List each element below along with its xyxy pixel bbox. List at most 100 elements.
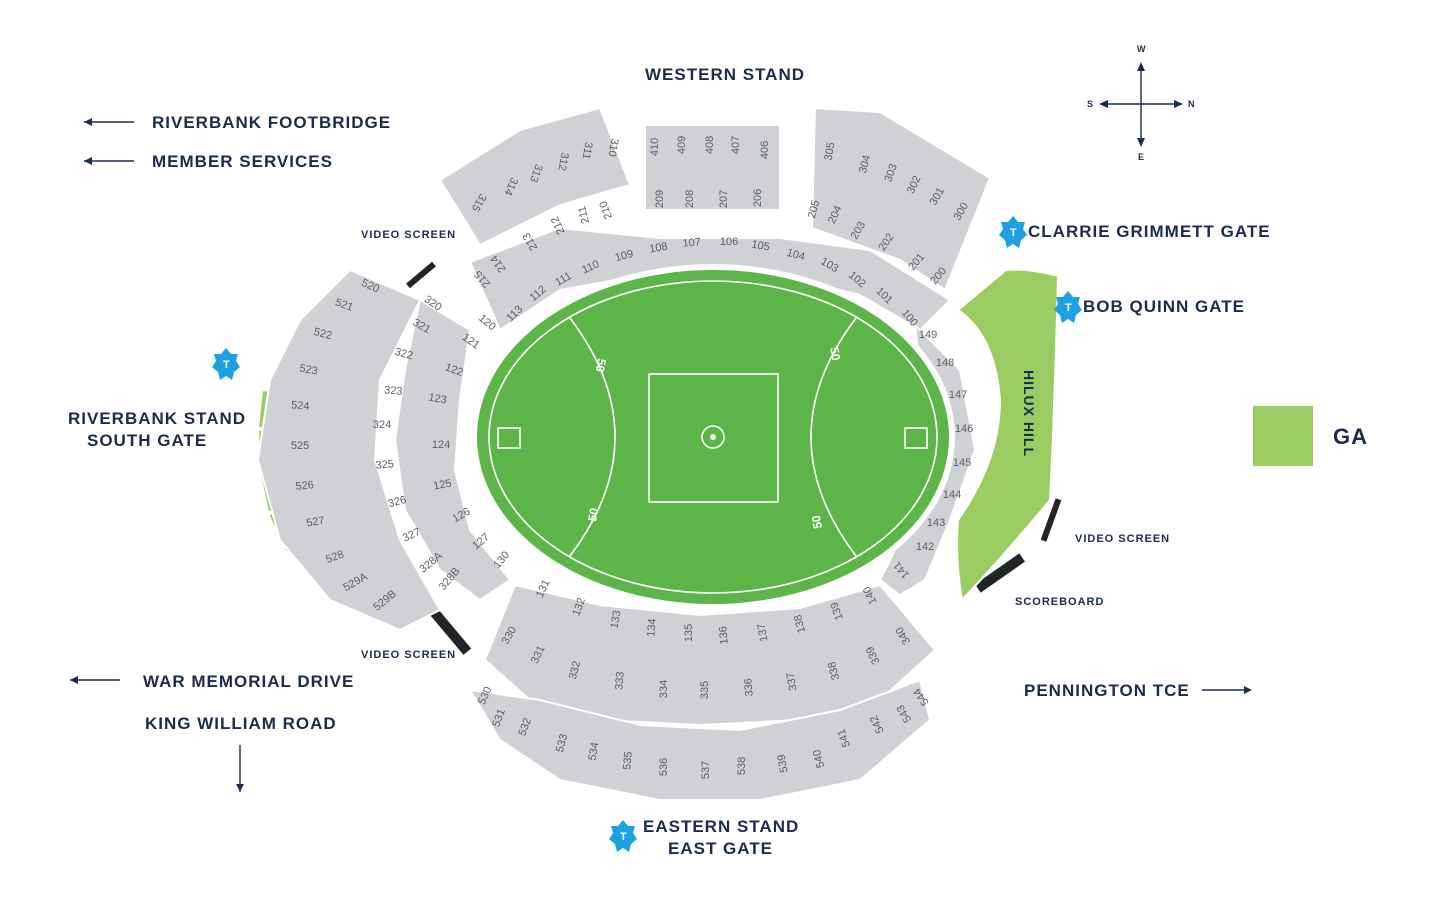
section-540[interactable]: 540	[811, 748, 827, 769]
ga-legend-swatch	[1253, 406, 1313, 466]
fifty-metre-label: 50	[593, 357, 609, 373]
section-537[interactable]: 537	[700, 761, 712, 779]
gate-icon[interactable]: T	[999, 216, 1027, 248]
section-305[interactable]: 305	[823, 141, 838, 161]
section-311[interactable]: 311	[580, 141, 595, 160]
section-538[interactable]: 538	[736, 757, 748, 775]
section-104[interactable]: 104	[785, 247, 806, 263]
section-134[interactable]: 134	[645, 618, 659, 637]
section-522[interactable]: 522	[312, 326, 333, 342]
section-333[interactable]: 333	[613, 671, 627, 690]
section-132[interactable]: 132	[570, 596, 588, 617]
section-304[interactable]: 304	[857, 154, 873, 175]
section-107[interactable]: 107	[682, 236, 701, 250]
section-125[interactable]: 125	[432, 478, 452, 493]
section-146[interactable]: 146	[955, 423, 973, 435]
section-109[interactable]: 109	[614, 248, 635, 264]
section-149[interactable]: 149	[919, 329, 937, 341]
section-533[interactable]: 533	[554, 733, 570, 754]
hilux-hill-label: HILUX HILL	[1021, 370, 1037, 457]
east-gate-label: EAST GATE	[668, 839, 773, 858]
section-528[interactable]: 528	[324, 548, 345, 566]
section-535[interactable]: 535	[621, 751, 635, 770]
section-406[interactable]: 406	[759, 141, 771, 159]
video-screen-label: VIDEO SCREEN	[1075, 533, 1170, 545]
video-screen-label: VIDEO SCREEN	[361, 649, 456, 661]
section-206[interactable]: 206	[752, 189, 764, 207]
section-534[interactable]: 534	[587, 741, 602, 761]
section-144[interactable]: 144	[943, 489, 961, 501]
fifty-metre-label: 50	[827, 346, 843, 362]
section-337[interactable]: 337	[785, 671, 800, 691]
section-143[interactable]: 143	[927, 517, 945, 529]
section-338[interactable]: 338	[826, 660, 842, 681]
section-336[interactable]: 336	[742, 678, 756, 697]
arrow-icon	[70, 676, 78, 684]
section-541[interactable]: 541	[835, 727, 853, 748]
section-410[interactable]: 410	[649, 138, 661, 156]
fifty-metre-label: 50	[585, 507, 601, 523]
section-407[interactable]: 407	[730, 136, 742, 154]
clarrie-grimmett-gate-label: CLARRIE GRIMMETT GATE	[1028, 222, 1271, 241]
section-335[interactable]: 335	[699, 681, 711, 699]
section-105[interactable]: 105	[750, 239, 770, 254]
ga-legend-label: GA	[1333, 424, 1368, 449]
section-148[interactable]: 148	[936, 357, 954, 369]
member-services-label: MEMBER SERVICES	[152, 152, 333, 171]
arrow-icon	[84, 118, 92, 126]
section-324[interactable]: 324	[373, 419, 391, 431]
war-memorial-drive-label: WAR MEMORIAL DRIVE	[143, 672, 354, 691]
western-stand-label: WESTERN STAND	[645, 65, 805, 84]
section-325[interactable]: 325	[375, 458, 394, 472]
section-525[interactable]: 525	[291, 440, 309, 452]
section-313[interactable]: 313	[527, 162, 545, 183]
section-137[interactable]: 137	[756, 622, 771, 642]
section-322[interactable]: 322	[393, 346, 414, 362]
section-536[interactable]: 536	[658, 758, 670, 776]
svg-text:E: E	[1138, 152, 1145, 162]
section-332[interactable]: 332	[567, 660, 583, 681]
section-205[interactable]: 205	[806, 199, 822, 220]
section-142[interactable]: 142	[916, 541, 934, 553]
eastern-stand-label: EASTERN STAND	[643, 817, 799, 836]
section-521[interactable]: 521	[333, 296, 354, 314]
section-524[interactable]: 524	[291, 399, 310, 413]
section-210[interactable]: 210	[597, 199, 615, 220]
section-211[interactable]: 211	[576, 205, 592, 225]
section-303[interactable]: 303	[882, 162, 900, 183]
section-409[interactable]: 409	[676, 136, 688, 154]
section-133[interactable]: 133	[609, 609, 624, 629]
section-408[interactable]: 408	[704, 136, 716, 154]
section-208[interactable]: 208	[684, 190, 696, 208]
section-334[interactable]: 334	[658, 680, 670, 698]
section-310[interactable]: 310	[605, 137, 620, 157]
section-106[interactable]: 106	[720, 236, 738, 248]
section-136[interactable]: 136	[717, 626, 731, 645]
section-539[interactable]: 539	[776, 753, 791, 773]
svg-text:N: N	[1188, 99, 1196, 109]
section-531[interactable]: 531	[490, 707, 508, 728]
hilux-hill-ga[interactable]	[956, 268, 1060, 603]
section-147[interactable]: 147	[949, 389, 967, 401]
section-532[interactable]: 532	[516, 716, 534, 737]
section-139[interactable]: 139	[828, 600, 846, 621]
section-124[interactable]: 124	[432, 439, 450, 451]
section-326[interactable]: 326	[387, 494, 408, 510]
section-135[interactable]: 135	[683, 624, 695, 642]
section-122[interactable]: 122	[443, 361, 464, 379]
section-312[interactable]: 312	[555, 151, 570, 171]
section-145[interactable]: 145	[953, 457, 971, 469]
section-207[interactable]: 207	[718, 190, 730, 208]
section-138[interactable]: 138	[792, 613, 808, 634]
gate-icon[interactable]: T	[609, 820, 637, 852]
section-108[interactable]: 108	[648, 241, 668, 256]
section-123[interactable]: 123	[427, 392, 447, 407]
gate-icon[interactable]: T	[1054, 291, 1082, 323]
gate-icon[interactable]: T	[212, 348, 240, 380]
section-527[interactable]: 527	[305, 515, 325, 530]
section-526[interactable]: 526	[295, 479, 314, 493]
section-209[interactable]: 209	[654, 190, 666, 208]
section-523[interactable]: 523	[298, 363, 318, 378]
section-323[interactable]: 323	[384, 384, 403, 398]
